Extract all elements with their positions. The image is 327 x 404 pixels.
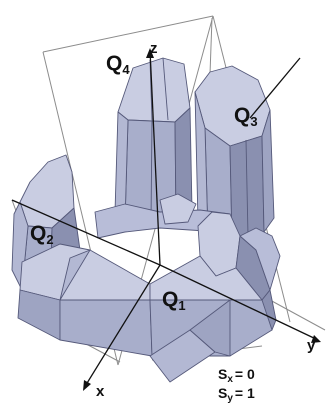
ring-front-right: [149, 255, 277, 383]
symmetry-sy: Sy= 1: [218, 385, 255, 404]
label-q3: Q3: [234, 104, 258, 129]
axis-label-x: x: [96, 383, 105, 400]
ring-inner: [94, 193, 231, 239]
axis-label-y: y: [307, 337, 316, 354]
axis-label-z: z: [150, 40, 158, 57]
z-axis-arrowhead: [146, 48, 154, 58]
pillar-q3: [194, 65, 275, 241]
z-axis-line: [149, 49, 161, 266]
x-axis-arrowhead: [83, 380, 91, 391]
symmetry-sx: Sx= 0: [218, 366, 255, 385]
label-q2: Q2: [30, 222, 54, 247]
back-diagonal-line: [249, 57, 301, 119]
axes: [11, 48, 321, 391]
left-diagonal-line: [11, 199, 161, 266]
y-axis-arrowhead: [311, 335, 321, 343]
y-axis-line: [159, 264, 319, 341]
label-q4: Q4: [106, 52, 130, 77]
label-q1: Q1: [162, 288, 186, 313]
x-axis-line: [83, 264, 161, 389]
ring-front-left: [17, 243, 153, 357]
pillar-front-right: [197, 211, 281, 301]
